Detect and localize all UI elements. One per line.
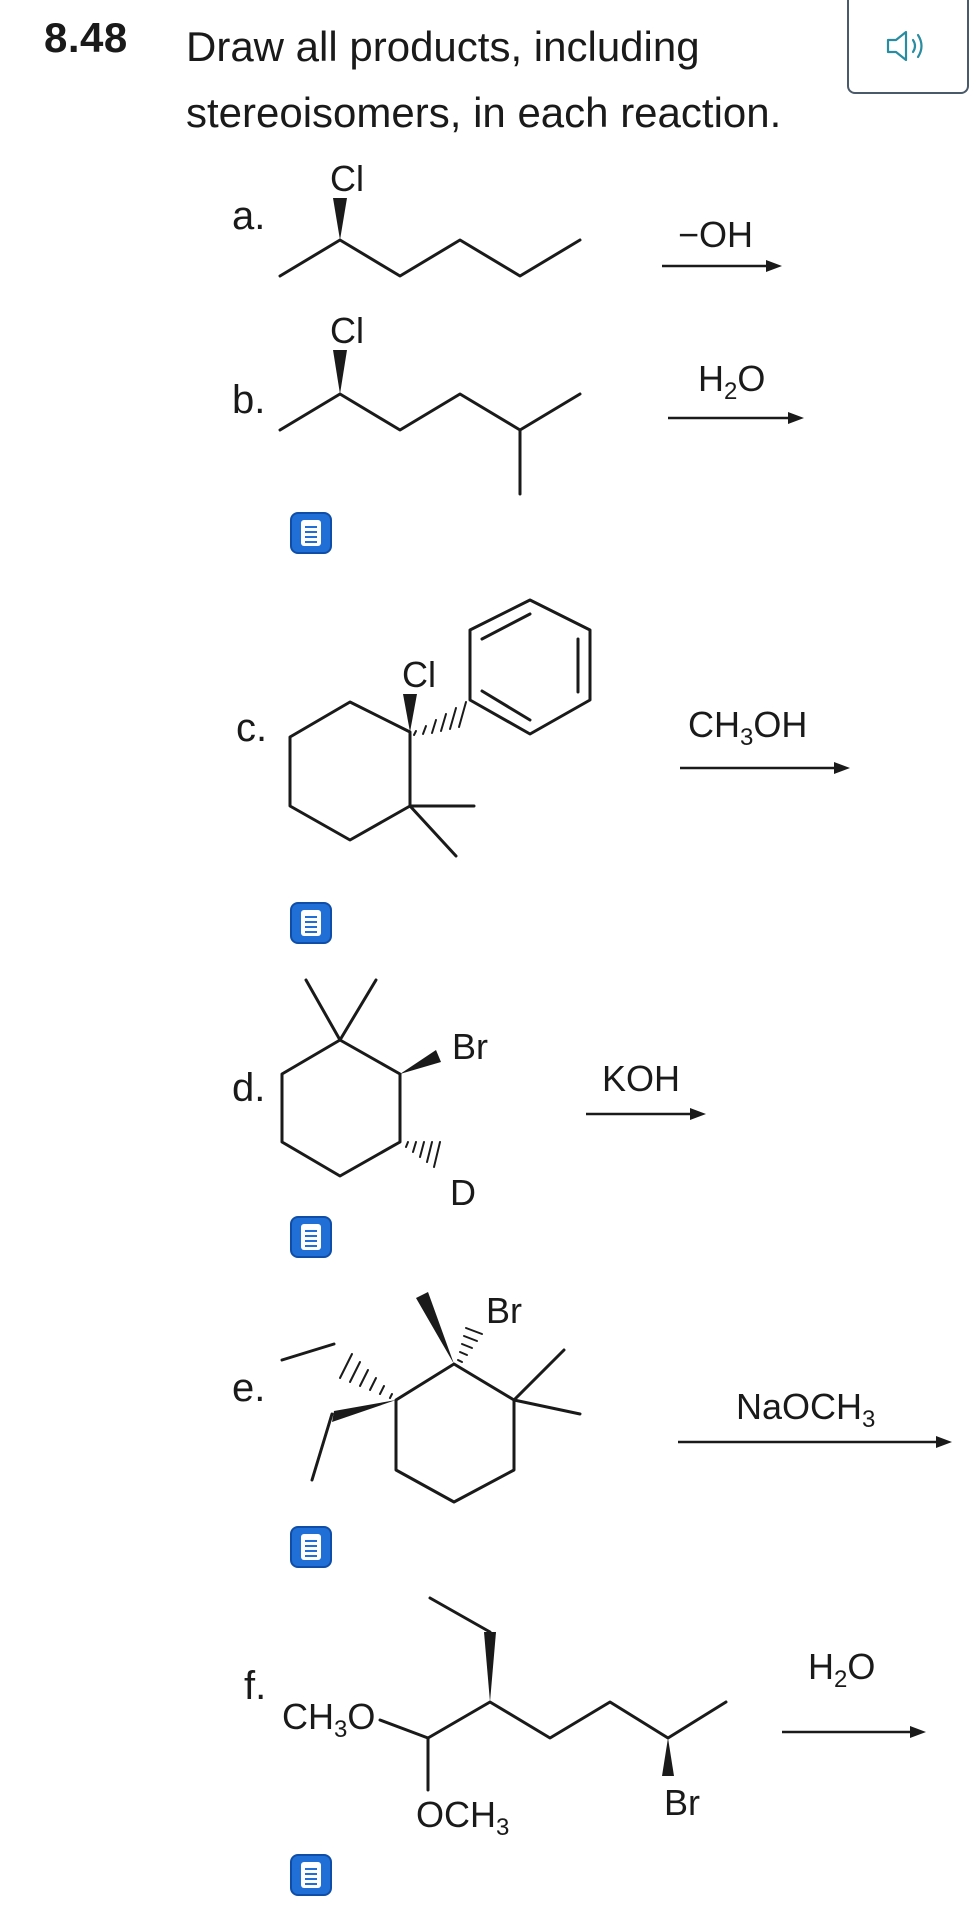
reaction-label-c: c. [236, 706, 268, 750]
document-icon [301, 520, 321, 546]
wedge-bond-e-methyl [416, 1292, 454, 1364]
group-och3-f: OCH3 [416, 1794, 510, 1842]
speaker-icon [886, 30, 923, 62]
reaction-arrow-b [668, 412, 804, 424]
reaction-label-a: a. [232, 194, 266, 238]
reagent-c: CH3OH [688, 704, 808, 752]
document-icon [301, 910, 321, 936]
reagent-e: NaOCH3 [736, 1386, 876, 1434]
wedge-bond-e-ethyl [332, 1400, 396, 1422]
atom-br-f: Br [664, 1782, 700, 1823]
reaction-arrow-c [680, 762, 850, 774]
audio-button[interactable] [847, 0, 969, 94]
molecule-c [288, 598, 592, 858]
atom-cl-a: Cl [330, 158, 364, 199]
alt-text-button-e[interactable] [290, 1526, 332, 1568]
reagent-f: H2O [808, 1646, 876, 1694]
molecule-d [280, 978, 402, 1178]
molecule-e [280, 1342, 582, 1504]
reaction-arrow-e [678, 1436, 952, 1448]
reaction-arrow-d [586, 1108, 706, 1120]
atom-cl-c: Cl [402, 654, 436, 695]
reaction-label-f: f. [244, 1664, 267, 1708]
molecule-a [278, 238, 582, 278]
reaction-label-d: d. [232, 1066, 266, 1110]
molecule-f [378, 1596, 728, 1792]
reaction-arrow-a [662, 260, 782, 272]
wedge-bond-c [403, 694, 417, 732]
wedge-bond-a [333, 198, 347, 240]
problem-title: Draw all products, including stereoisome… [186, 23, 782, 136]
alt-text-button-b[interactable] [290, 512, 332, 554]
alt-text-button-c[interactable] [290, 902, 332, 944]
reaction-arrow-f [782, 1726, 926, 1738]
reagent-d: KOH [602, 1058, 681, 1099]
hash-bond-d [405, 1141, 441, 1168]
reaction-label-e: e. [232, 1366, 266, 1410]
document-icon [301, 1224, 321, 1250]
reagent-a: −OH [678, 214, 754, 255]
wedge-bond-d [400, 1050, 441, 1074]
wedge-bond-f-ethyl [484, 1632, 496, 1702]
alt-text-button-d[interactable] [290, 1216, 332, 1258]
atom-br-d: Br [452, 1026, 488, 1067]
reaction-label-b: b. [232, 378, 266, 422]
atom-cl-b: Cl [330, 310, 364, 351]
problem-number: 8.48 [44, 14, 128, 61]
hash-bond-e-br [457, 1327, 483, 1363]
document-icon [301, 1534, 321, 1560]
hash-bond-e-ethyl [339, 1353, 393, 1399]
hash-bond-c [413, 701, 467, 736]
group-ch3o-f: CH3O [282, 1696, 376, 1744]
wedge-bond-f-br [662, 1738, 674, 1776]
atom-br-e: Br [486, 1290, 522, 1331]
molecule-b [278, 392, 582, 496]
atom-d-d: D [450, 1172, 476, 1213]
wedge-bond-b [333, 350, 347, 394]
alt-text-button-f[interactable] [290, 1854, 332, 1896]
document-icon [301, 1862, 321, 1888]
reagent-b: H2O [698, 358, 766, 406]
